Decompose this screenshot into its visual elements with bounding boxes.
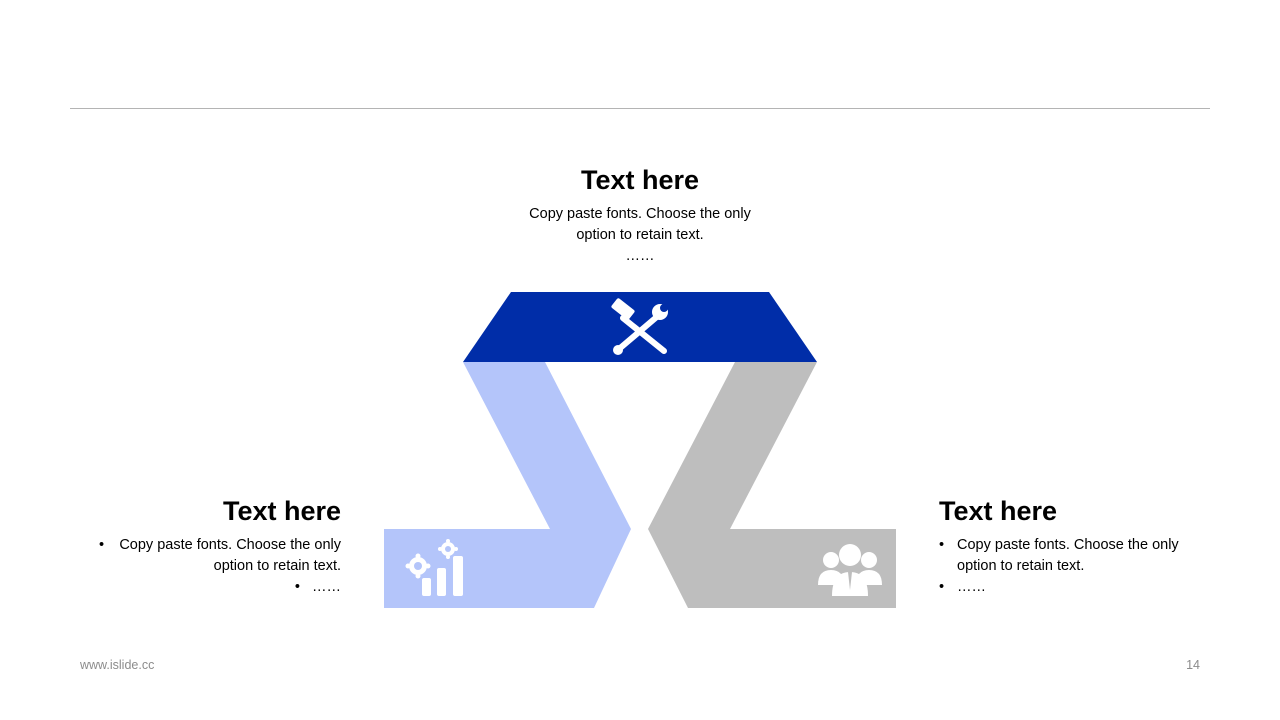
right-bullet-item: Copy paste fonts. Choose the only option…: [939, 535, 1200, 577]
right-arm-shape: [648, 362, 896, 608]
page-number: 14: [1186, 658, 1200, 672]
growth-chart-icon: [405, 539, 463, 596]
footer-url: www.islide.cc: [80, 658, 155, 672]
right-bullet-list: Copy paste fonts. Choose the only option…: [939, 535, 1200, 598]
top-line: ……: [625, 248, 655, 264]
right-bullet-item: ……: [939, 577, 1200, 598]
top-line: Copy paste fonts. Choose the only: [529, 206, 751, 222]
top-text-block: Text here Copy paste fonts. Choose the o…: [500, 164, 780, 267]
right-text-block: Text here Copy paste fonts. Choose the o…: [939, 495, 1200, 598]
left-bullet-text: ……: [295, 579, 341, 595]
right-title: Text here: [939, 496, 1058, 526]
left-title: Text here: [222, 496, 341, 526]
top-trapezoid-shape: [463, 292, 817, 362]
top-description: Copy paste fonts. Choose the only option…: [500, 204, 780, 267]
left-text-block: Text here Copy paste fonts. Choose the o…: [80, 495, 341, 598]
header-divider: [70, 108, 1210, 109]
team-icon: [818, 544, 882, 596]
left-bullet-list: Copy paste fonts. Choose the only option…: [80, 535, 341, 598]
top-line: option to retain text.: [576, 227, 704, 243]
left-bullet-item: ……: [80, 577, 341, 598]
tools-icon: [611, 298, 668, 355]
left-bullet-item: Copy paste fonts. Choose the only option…: [80, 535, 341, 577]
top-title: Text here: [580, 165, 700, 195]
